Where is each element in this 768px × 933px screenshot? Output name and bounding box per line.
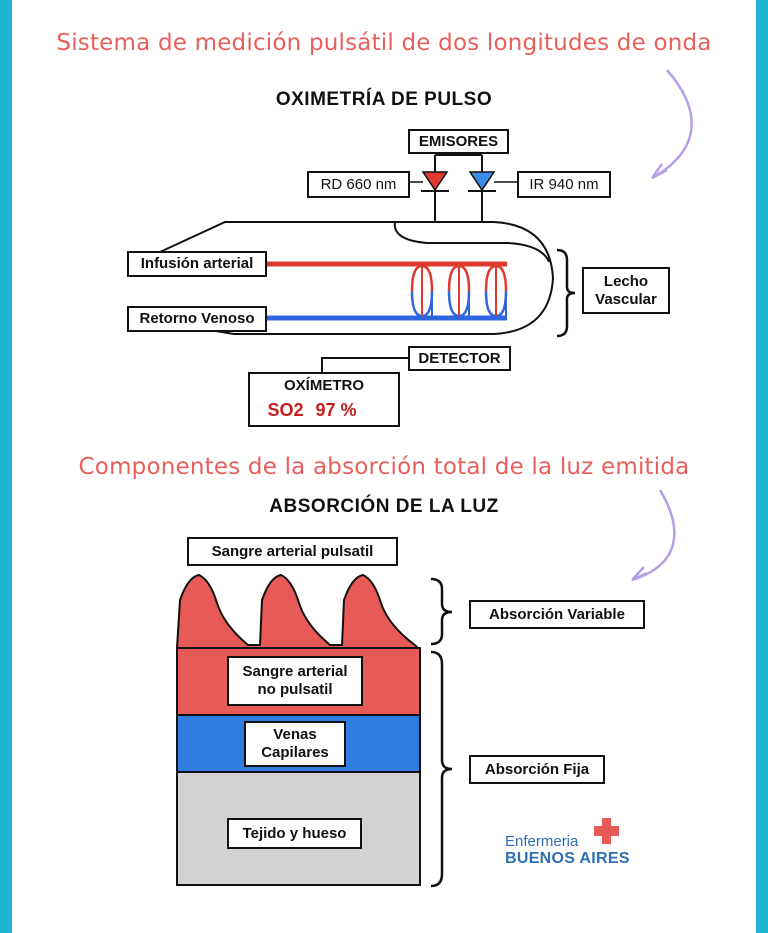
- vascular-bed-bracket: [556, 248, 576, 338]
- pulsatile-waves: [175, 573, 421, 649]
- light-absorption-title: ABSORCIÓN DE LA LUZ: [269, 496, 499, 517]
- veins-capillaries-label: Venas Capilares: [244, 721, 346, 767]
- oximeter-reading: SO2 97 %: [238, 396, 386, 424]
- capillary-loops: [410, 264, 508, 318]
- fixed-bracket: [430, 650, 453, 888]
- ir-led-icon: [468, 171, 496, 192]
- red-led-icon: [421, 171, 449, 192]
- vascular-bed-label: Lecho Vascular: [582, 267, 670, 314]
- fixed-absorption-label: Absorción Fija: [469, 755, 605, 784]
- oximeter-title: OXÍMETRO: [283, 377, 364, 394]
- finger-outline: [159, 221, 555, 335]
- variable-absorption-label: Absorción Variable: [469, 600, 645, 629]
- nonpulsatile-blood-label: Sangre arterial no pulsatil: [227, 656, 363, 706]
- ir-wavelength-label: IR 940 nm: [517, 171, 611, 198]
- logo-line1: Enfermeria: [505, 833, 579, 850]
- pulse-oximetry-title: OXIMETRÍA DE PULSO: [275, 89, 493, 110]
- oximeter-value: 97 %: [315, 399, 357, 420]
- variable-bracket: [430, 577, 453, 646]
- oximeter-box: OXÍMETRO: [248, 372, 400, 427]
- section2-heading: Componentes de la absorción total de la …: [78, 454, 690, 480]
- pulsatile-blood-label: Sangre arterial pulsatil: [187, 537, 398, 566]
- oximeter-param: SO2: [267, 399, 304, 420]
- red-wavelength-label: RD 660 nm: [307, 171, 410, 198]
- fingernail: [393, 221, 550, 263]
- detector-label: DETECTOR: [408, 346, 511, 371]
- detector-line: [321, 357, 408, 372]
- decorative-arrow-1: [651, 69, 693, 180]
- arterial-inflow-label: Infusión arterial: [127, 251, 267, 277]
- tissue-bone-label: Tejido y hueso: [227, 818, 362, 849]
- section1-heading: Sistema de medición pulsátil de dos long…: [56, 30, 712, 56]
- medical-cross-icon: [594, 818, 619, 844]
- emitters-label: EMISORES: [408, 129, 509, 154]
- venous-return-label: Retorno Venoso: [127, 306, 267, 332]
- logo-line2: BUENOS AIRES: [505, 850, 630, 867]
